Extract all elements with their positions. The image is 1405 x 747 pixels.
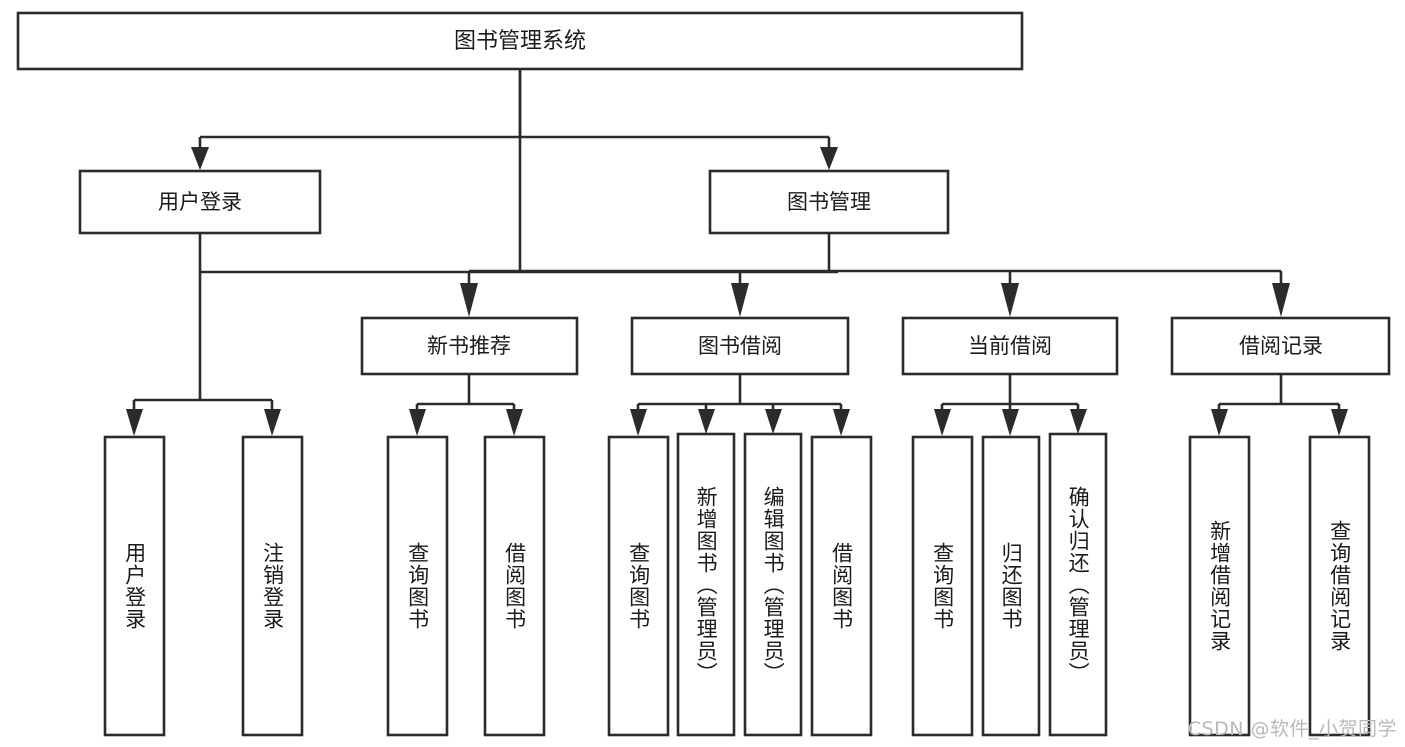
arrow-user-login-leaf-1 bbox=[126, 409, 143, 436]
connectors-current-borrow-children bbox=[934, 374, 1087, 436]
arrow-new-book-recommend bbox=[460, 283, 478, 317]
leaf-box-current-borrow-1[interactable] bbox=[911, 435, 974, 737]
node-current-borrow-box[interactable] bbox=[901, 316, 1119, 376]
node-user-login-box[interactable] bbox=[78, 169, 322, 235]
arrow-book-borrow-leaf-2 bbox=[698, 409, 715, 434]
leaf-box-current-borrow-3[interactable] bbox=[1048, 432, 1108, 737]
arrow-current-borrow-leaf-3 bbox=[1070, 409, 1087, 434]
connectors-book-manage-children bbox=[460, 233, 1290, 317]
leaf-box-current-borrow-2[interactable] bbox=[981, 435, 1041, 737]
leaf-box-book-borrow-2[interactable] bbox=[676, 432, 736, 737]
leaf-box-borrow-record-1[interactable] bbox=[1188, 435, 1251, 737]
arrow-borrow-record-leaf-2 bbox=[1331, 409, 1348, 436]
leaf-box-book-borrow-1[interactable] bbox=[607, 435, 670, 737]
arrow-borrow-record-leaf-1 bbox=[1211, 409, 1228, 436]
leaf-box-new-book-2[interactable] bbox=[483, 435, 546, 737]
node-book-manage-box[interactable] bbox=[708, 169, 950, 235]
arrow-book-manage bbox=[820, 147, 838, 170]
leaf-box-new-book-1[interactable] bbox=[386, 435, 449, 737]
arrow-current-borrow-leaf-1 bbox=[934, 409, 951, 436]
arrow-borrow-record bbox=[1272, 283, 1290, 317]
connectors-book-borrow-children bbox=[630, 374, 850, 436]
watermark-text: CSDN @软件_小贺同学 bbox=[1187, 718, 1397, 740]
connectors-borrow-record-children bbox=[1211, 374, 1348, 436]
node-book-borrow-box[interactable] bbox=[630, 316, 850, 376]
arrow-book-borrow-leaf-1 bbox=[630, 409, 647, 436]
node-new-book-recommend-label: 新书推荐 bbox=[427, 334, 511, 358]
arrow-new-book-leaf-2 bbox=[506, 409, 523, 436]
node-book-borrow-label: 图书借阅 bbox=[698, 334, 782, 358]
leaf-box-book-borrow-3[interactable] bbox=[743, 432, 803, 737]
leaf-box-user-login-2[interactable] bbox=[241, 435, 304, 737]
node-borrow-record-label: 借阅记录 bbox=[1239, 334, 1323, 358]
node-book-manage-label: 图书管理 bbox=[787, 190, 871, 214]
arrow-current-borrow bbox=[1001, 283, 1019, 317]
arrow-new-book-leaf-1 bbox=[409, 409, 426, 436]
arrow-user-login-leaf-2 bbox=[264, 409, 281, 436]
arrow-user-login bbox=[191, 147, 209, 170]
arrow-book-borrow-leaf-4 bbox=[833, 409, 850, 436]
node-user-login-label: 用户登录 bbox=[158, 190, 242, 214]
leaf-box-borrow-record-2[interactable] bbox=[1308, 435, 1371, 737]
node-new-book-recommend-box[interactable] bbox=[360, 316, 579, 376]
leaf-box-book-borrow-4[interactable] bbox=[810, 435, 873, 737]
leaf-box-user-login-1[interactable] bbox=[103, 435, 166, 737]
node-root-label: 图书管理系统 bbox=[454, 29, 586, 54]
arrow-book-borrow-leaf-3 bbox=[765, 409, 782, 434]
connectors-new-book-children bbox=[409, 374, 523, 436]
arrow-book-borrow bbox=[731, 283, 749, 317]
connectors-level-0-1 bbox=[191, 69, 838, 170]
node-borrow-record-box[interactable] bbox=[1170, 316, 1391, 376]
arrow-current-borrow-leaf-2 bbox=[1002, 409, 1019, 436]
node-current-borrow-label: 当前借阅 bbox=[968, 334, 1052, 358]
connectors-user-login-children bbox=[126, 233, 281, 436]
node-root-box[interactable] bbox=[16, 11, 1024, 71]
